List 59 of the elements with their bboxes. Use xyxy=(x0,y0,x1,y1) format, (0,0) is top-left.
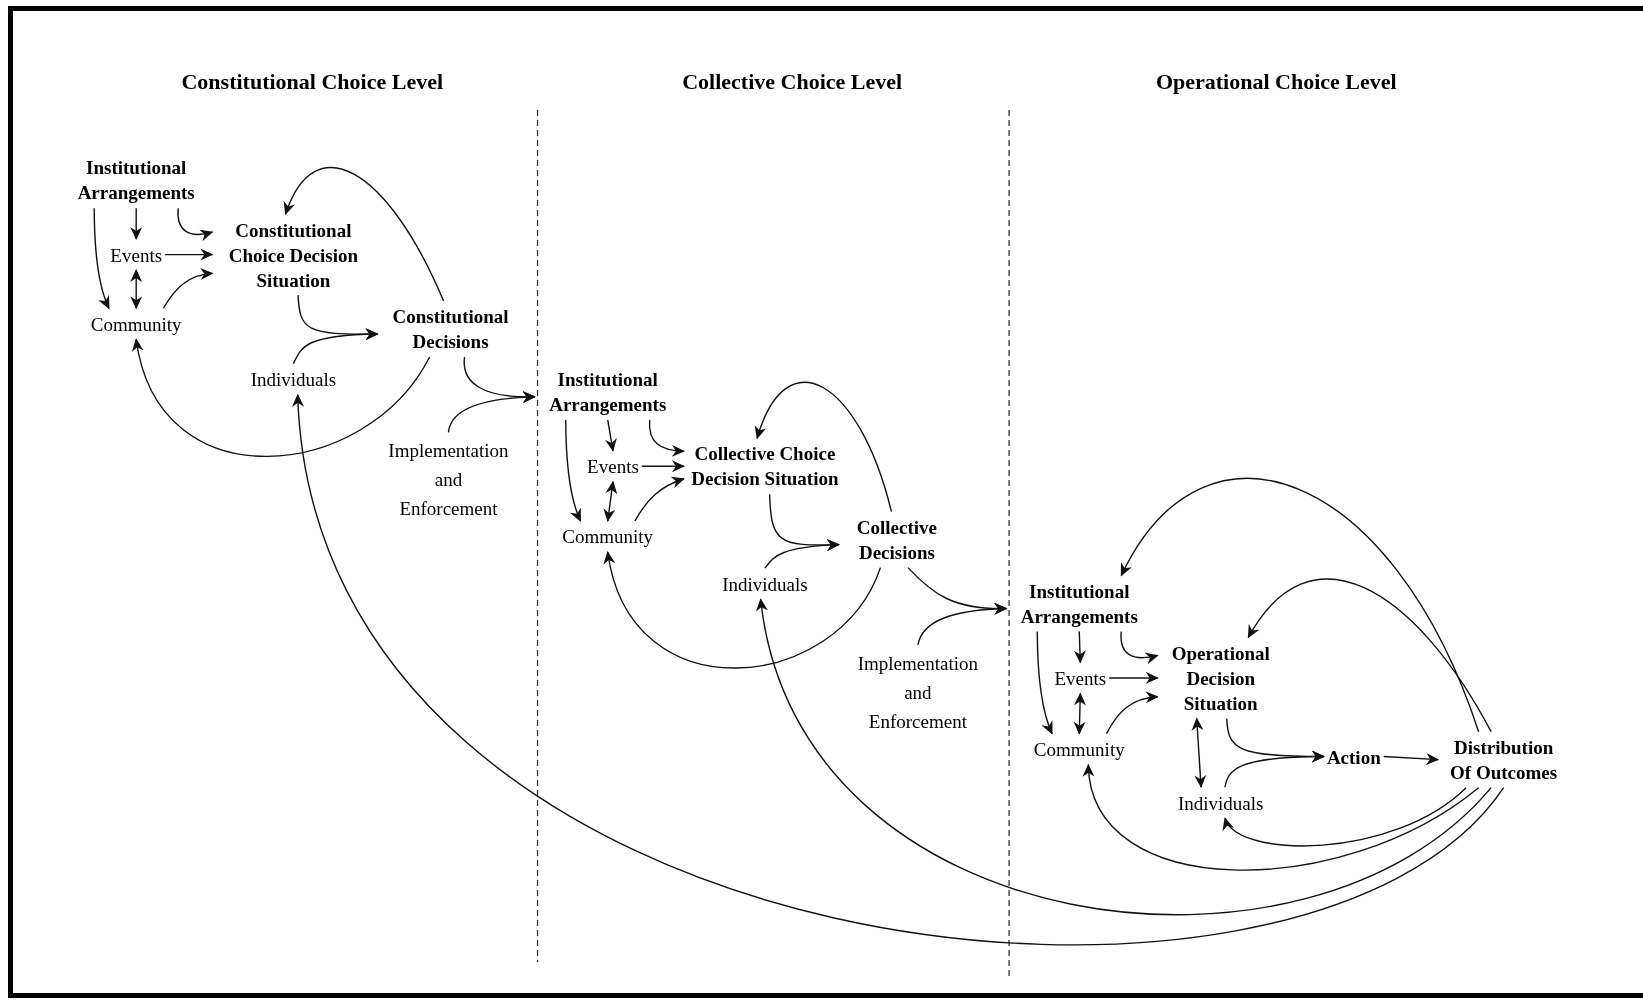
arrow xyxy=(1120,478,1480,733)
arrow xyxy=(292,328,379,365)
arrow xyxy=(1073,692,1086,735)
arrow xyxy=(1108,671,1159,684)
concept-label: Individuals xyxy=(722,571,808,597)
arrow xyxy=(1084,763,1480,871)
arrow xyxy=(917,603,1008,646)
arrow xyxy=(164,248,214,261)
arrow xyxy=(604,551,882,669)
concept-label: Operational Decision Situation xyxy=(1160,640,1281,716)
concept-label: Community xyxy=(1033,736,1125,762)
level-heading: Collective Choice Level xyxy=(682,67,903,96)
concept-label: Action xyxy=(1326,744,1381,770)
arrow xyxy=(284,167,445,302)
concept-label: Collective Choice Decision Situation xyxy=(686,441,843,492)
arrow xyxy=(133,338,431,458)
concept-label: Individuals xyxy=(1177,790,1264,816)
level-heading: Operational Choice Level xyxy=(1155,67,1397,96)
level-heading: Constitutional Choice Level xyxy=(181,67,444,96)
concept-label: Events xyxy=(110,242,163,268)
arrow xyxy=(641,460,685,473)
concept-label: Implementation and Enforcement xyxy=(857,648,979,736)
concept-label: Institutional Arrangements xyxy=(1009,578,1150,629)
arrow xyxy=(1224,750,1325,788)
arrow xyxy=(755,382,893,513)
arrow xyxy=(757,598,1492,915)
arrow xyxy=(605,419,617,452)
arrow xyxy=(1120,630,1159,664)
concept-label: Constitutional Decisions xyxy=(380,304,521,354)
arrow xyxy=(603,480,618,522)
arrow xyxy=(177,207,214,241)
arrow xyxy=(1383,753,1440,765)
arrow xyxy=(293,393,1505,945)
arrow xyxy=(764,539,840,569)
arrow xyxy=(1247,578,1492,733)
arrow xyxy=(130,269,143,310)
concept-label: Constitutional Choice Decision Situation xyxy=(215,217,372,293)
arrow xyxy=(634,477,685,522)
arrow xyxy=(1036,630,1054,735)
arrow xyxy=(648,419,685,457)
arrow xyxy=(93,207,110,310)
concept-label: Institutional Arrangements xyxy=(66,155,207,206)
arrow xyxy=(1191,717,1207,789)
concept-label: Distribution Of Outcomes xyxy=(1441,734,1567,785)
arrow xyxy=(162,268,214,309)
arrow xyxy=(1073,630,1086,664)
arrow xyxy=(565,419,582,522)
concept-label: Community xyxy=(90,311,182,337)
arrow xyxy=(447,391,536,434)
arrow xyxy=(1105,691,1159,735)
concept-label: Individuals xyxy=(250,366,337,392)
concept-label: Implementation and Enforcement xyxy=(388,435,509,523)
arrow xyxy=(1224,786,1467,847)
concept-label: Events xyxy=(1054,665,1107,691)
concept-label: Events xyxy=(587,453,639,479)
concept-label: Collective Decisions xyxy=(841,514,952,565)
concept-label: Community xyxy=(562,524,654,549)
concept-label: Institutional Arrangements xyxy=(537,366,678,417)
arrow xyxy=(130,207,143,241)
